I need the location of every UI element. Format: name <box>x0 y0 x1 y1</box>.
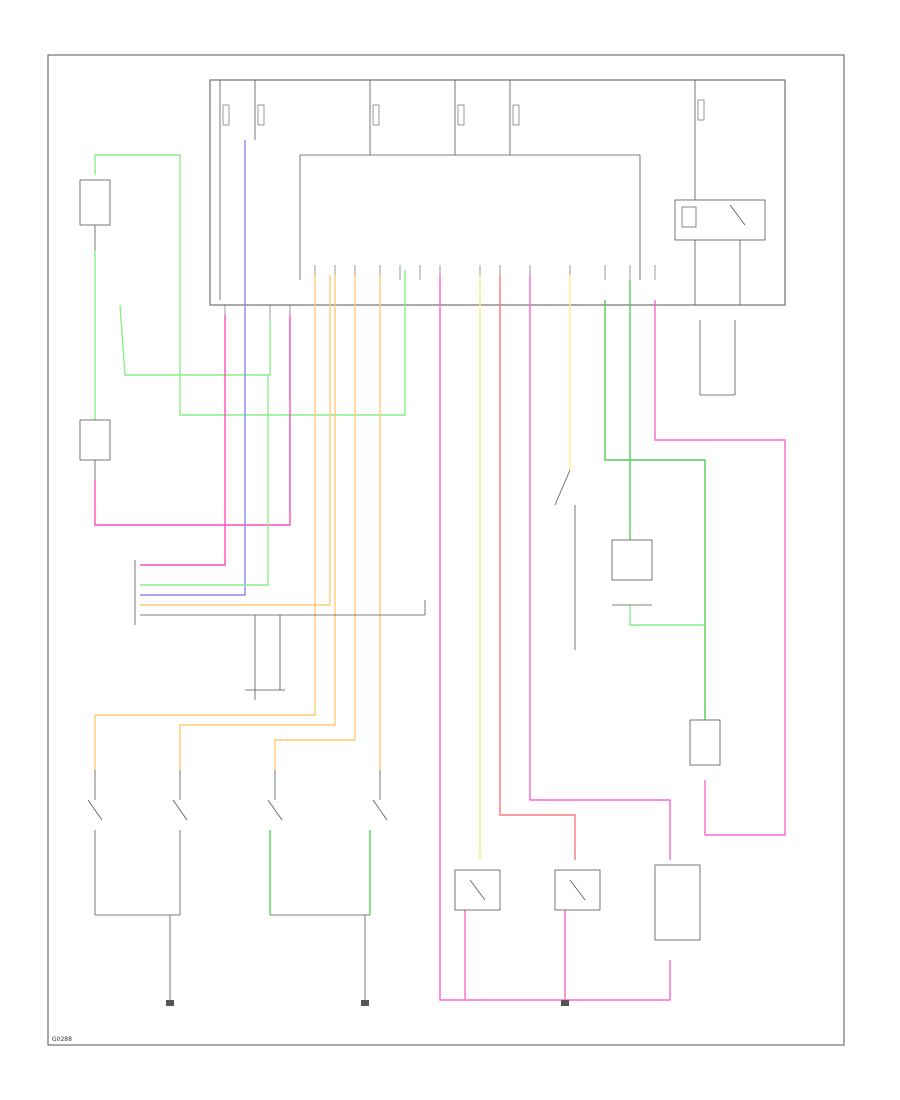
hood-switch <box>554 469 576 650</box>
tailgate-switch-1 <box>454 869 501 911</box>
orange-wire-1 <box>94 275 316 770</box>
pink-wire-2 <box>140 315 226 566</box>
left-door-switch-2 <box>79 419 111 480</box>
green-wire-3 <box>119 304 271 376</box>
magenta-wire-1 <box>439 275 671 1001</box>
connector-switch <box>245 615 285 700</box>
tailgate-switch-3 <box>654 864 701 941</box>
pink-wire-right <box>654 300 786 836</box>
connector-block <box>134 560 426 625</box>
magenta-wire-2 <box>529 275 671 860</box>
figure-id: G0288 <box>52 1036 72 1043</box>
orange-wire-5 <box>140 275 331 606</box>
green-wire-right-3 <box>629 605 705 626</box>
blue-wire <box>140 140 246 596</box>
left-door-switch <box>79 179 111 250</box>
green-wire-1 <box>94 154 406 416</box>
right-door-switch <box>611 539 653 606</box>
green-wire-right-1 <box>604 300 706 720</box>
orange-wire-3 <box>274 275 356 770</box>
pink-wire-1 <box>94 315 291 526</box>
body-control-module <box>209 79 786 320</box>
tailgate-switch-2 <box>554 869 601 911</box>
left-rear-door-switch <box>172 770 188 915</box>
connector-green-wire <box>140 375 269 586</box>
lower-splices <box>95 914 370 1000</box>
red-wire <box>499 275 576 860</box>
orange-wire-2 <box>179 275 336 770</box>
driver-door-switch <box>87 770 103 915</box>
relay-box-right <box>699 320 736 396</box>
page-frame <box>47 54 845 1046</box>
passenger-door-switch <box>267 770 283 821</box>
wire-harness <box>94 140 786 1001</box>
right-rear-door-switch <box>372 770 388 821</box>
ground-left <box>166 1000 174 1006</box>
right-door-switch-2 <box>689 719 721 766</box>
ground-right <box>561 1000 569 1006</box>
ground-center <box>361 1000 369 1006</box>
